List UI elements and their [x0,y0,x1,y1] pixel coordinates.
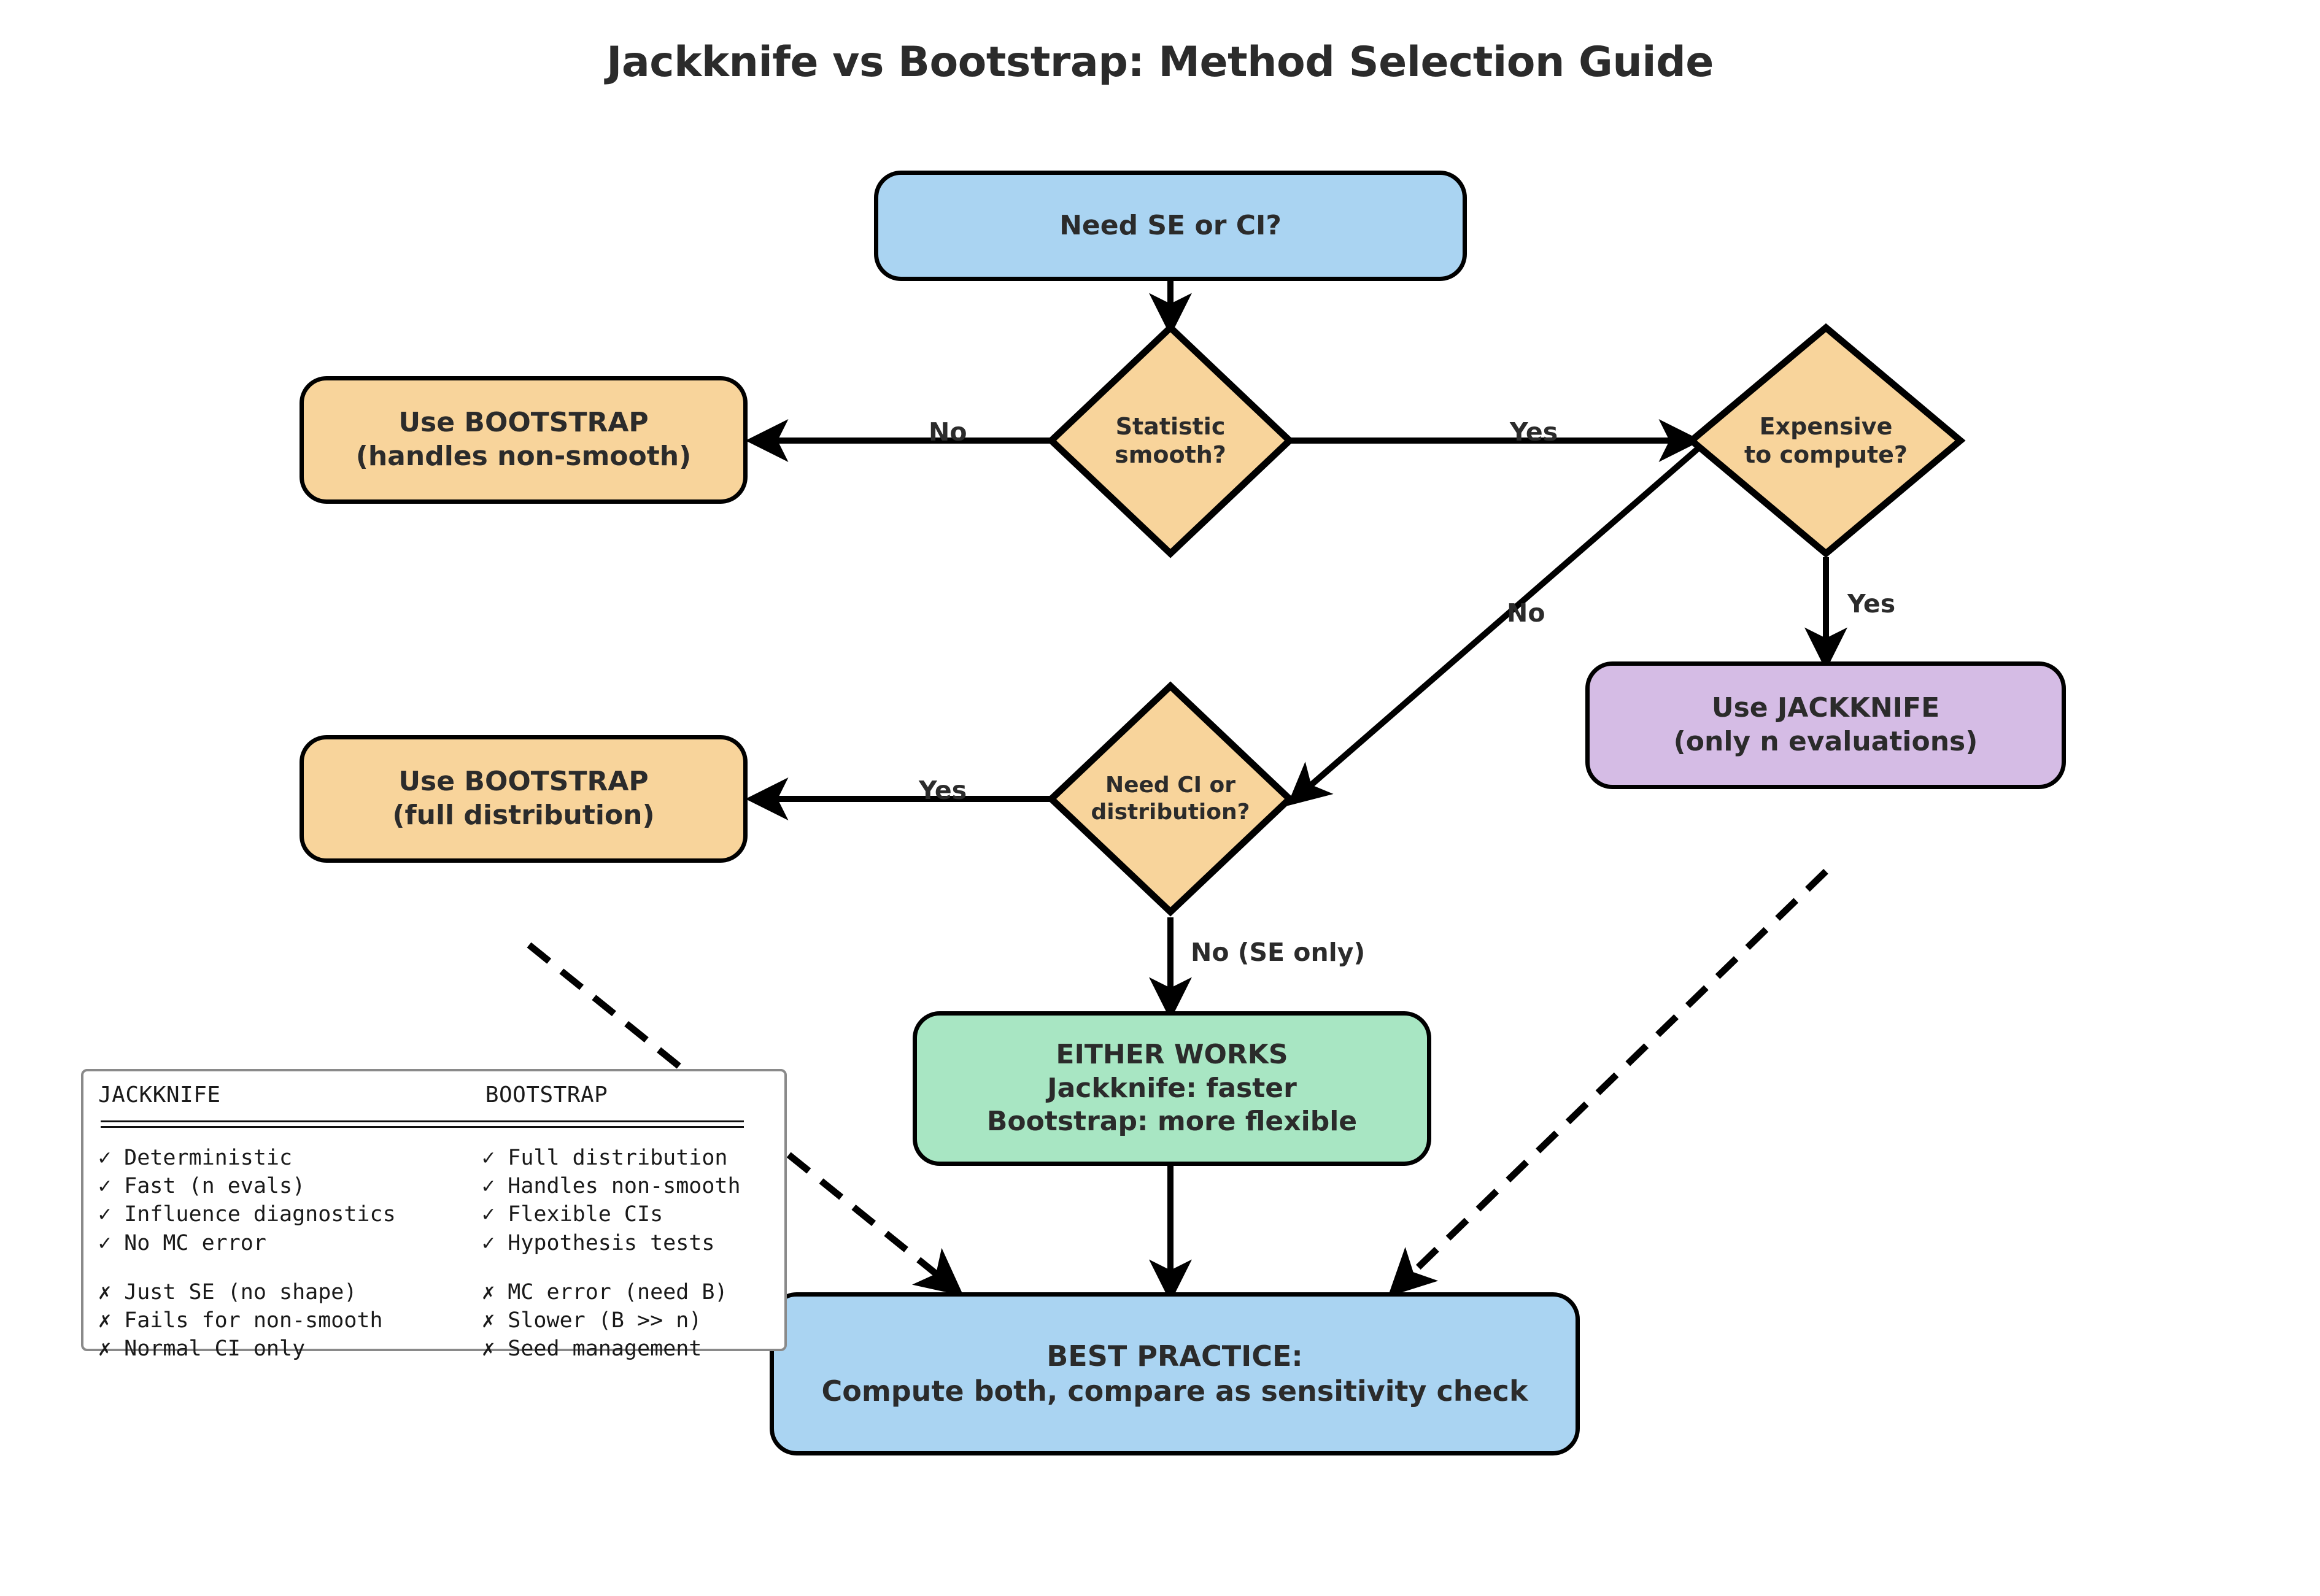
legend-cell-jackknife: ✗ Fails for non-smooth [98,1308,383,1333]
legend-pro-row: ✓ Fast (n evals) ✓ Handles non-smooth [98,1172,770,1200]
legend-header-row: JACKKNIFE BOOTSTRAP [98,1082,770,1120]
legend-con-row: ✗ Just SE (no shape) ✗ MC error (need B) [98,1278,770,1306]
legend-spacer [98,1257,770,1278]
legend-cell-jackknife: ✓ Influence diagnostics [98,1202,396,1227]
legend-cell-bootstrap: ✗ MC error (need B) [482,1279,728,1305]
diamond-shape [1046,323,1294,558]
node-use-jackknife[interactable]: Use JACKKNIFE (only n evaluations) [1585,661,2066,789]
legend-cell-bootstrap: ✗ Seed management [482,1336,702,1362]
legend-cell-bootstrap: ✗ Slower (B >> n) [482,1308,702,1333]
node-either-works[interactable]: EITHER WORKS Jackknife: faster Bootstrap… [913,1011,1431,1166]
legend-cell-bootstrap: ✓ Handles non-smooth [482,1174,741,1199]
legend-body: ✓ Deterministic ✓ Full distribution ✓ Fa… [98,1144,770,1363]
node-label: Expensive to compute? [1744,412,1908,468]
legend-cell-jackknife: ✗ Just SE (no shape) [98,1279,357,1305]
node-use-bootstrap-full-distribution[interactable]: Use BOOTSTRAP (full distribution) [300,735,748,863]
diamond-shape [1686,323,1966,558]
edge-label-need-ci-yes: Yes [919,776,967,805]
node-use-bootstrap-handles-non-smooth[interactable]: Use BOOTSTRAP (handles non-smooth) [300,376,748,504]
legend-divider [98,1120,770,1130]
legend-cell-jackknife: ✓ Fast (n evals) [98,1174,306,1199]
comparison-legend: JACKKNIFE BOOTSTRAP ✓ Deterministic ✓ Fu… [81,1069,787,1361]
node-need-se-or-ci[interactable]: Need SE or CI? [874,171,1467,281]
legend-cell-bootstrap: ✓ Flexible CIs [482,1202,663,1227]
edge-label-smooth-yes: Yes [1510,417,1558,447]
edge-dashed-right-to-best-practice [1388,869,1828,1297]
edge-label-expensive-no: No [1507,598,1545,628]
legend-pro-row: ✓ Influence diagnostics ✓ Flexible CIs [98,1200,770,1228]
legend-con-row: ✗ Normal CI only ✗ Seed management [98,1335,770,1363]
node-best-practice[interactable]: BEST PRACTICE: Compute both, compare as … [770,1292,1580,1455]
edge-label-need-ci-no: No (SE only) [1191,938,1366,967]
node-expensive-to-compute[interactable]: Expensive to compute? [1686,323,1966,558]
legend-cell-jackknife: ✗ Normal CI only [98,1336,306,1362]
legend-cell-bootstrap: ✓ Hypothesis tests [482,1230,715,1255]
legend-cell-jackknife: ✓ No MC error [98,1230,266,1255]
node-statistic-smooth[interactable]: Statistic smooth? [1046,323,1294,558]
legend-pro-row: ✓ Deterministic ✓ Full distribution [98,1144,770,1172]
edge-label-expensive-yes: Yes [1847,589,1896,619]
legend-header-bootstrap: BOOTSTRAP [485,1082,608,1108]
page-title: Jackknife vs Bootstrap: Method Selection… [606,38,1714,87]
node-need-ci-or-distribution[interactable]: Need CI or distribution? [1046,681,1294,917]
legend-con-row: ✗ Fails for non-smooth ✗ Slower (B >> n) [98,1306,770,1335]
diamond-shape [1046,681,1294,917]
legend-cell-jackknife: ✓ Deterministic [98,1146,293,1170]
node-label: Statistic smooth? [1115,412,1226,468]
legend-pro-row: ✓ No MC error ✓ Hypothesis tests [98,1229,770,1257]
legend-header-jackknife: JACKKNIFE [98,1082,221,1108]
legend-cell-bootstrap: ✓ Full distribution [482,1146,728,1170]
edge-label-smooth-no: No [929,417,967,447]
node-label: Need CI or distribution? [1091,773,1250,825]
